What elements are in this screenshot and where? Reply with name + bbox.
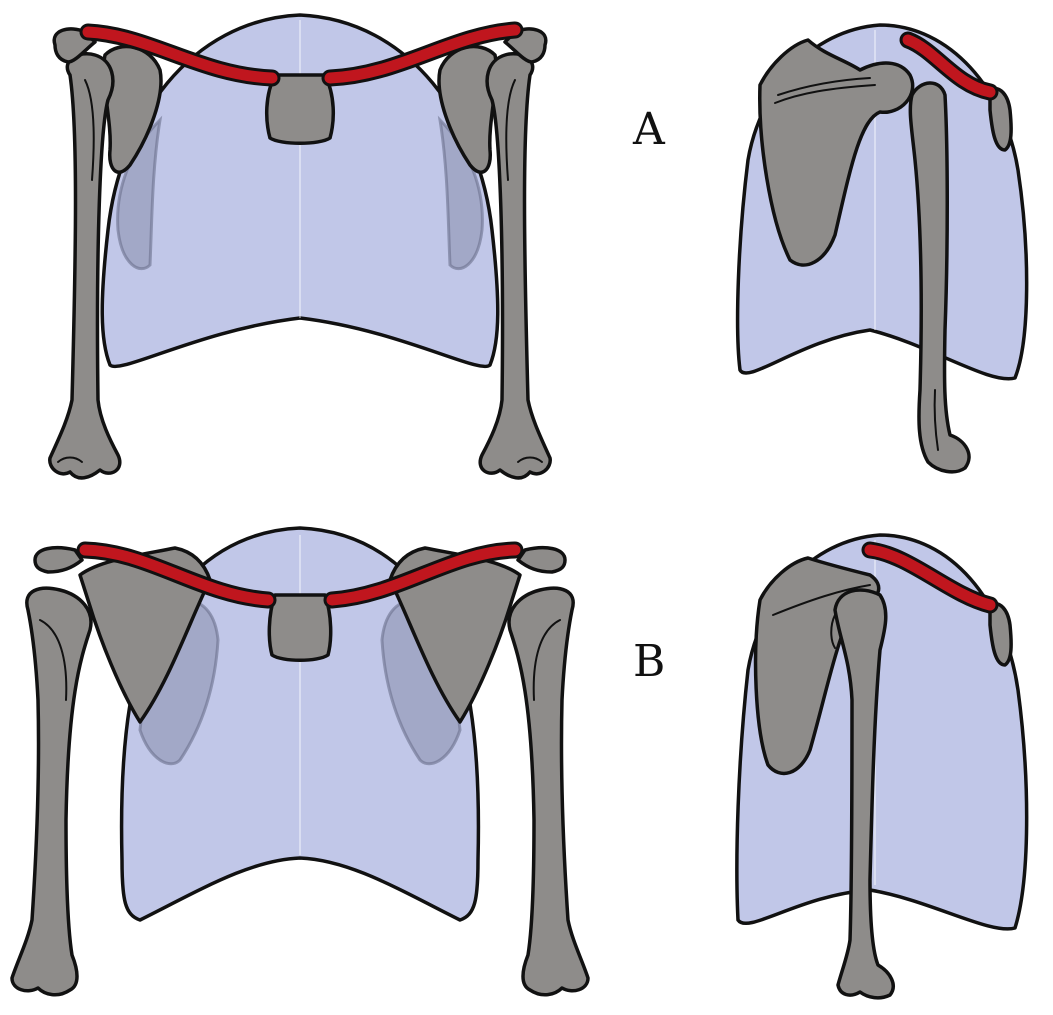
- panel-label-b: B: [633, 636, 666, 687]
- panel-a-front-view: [48, 13, 552, 480]
- humerus-icon: [908, 81, 971, 474]
- manubrium-icon: [267, 593, 333, 662]
- humerus-icon: [10, 586, 93, 997]
- panel-label-a: A: [633, 104, 665, 155]
- panel-b-front-view: [10, 526, 590, 997]
- panel-b-lateral-view: [735, 533, 1029, 1000]
- panel-a-lateral-view: [735, 23, 1029, 474]
- thorax-outline-icon: [48, 13, 552, 480]
